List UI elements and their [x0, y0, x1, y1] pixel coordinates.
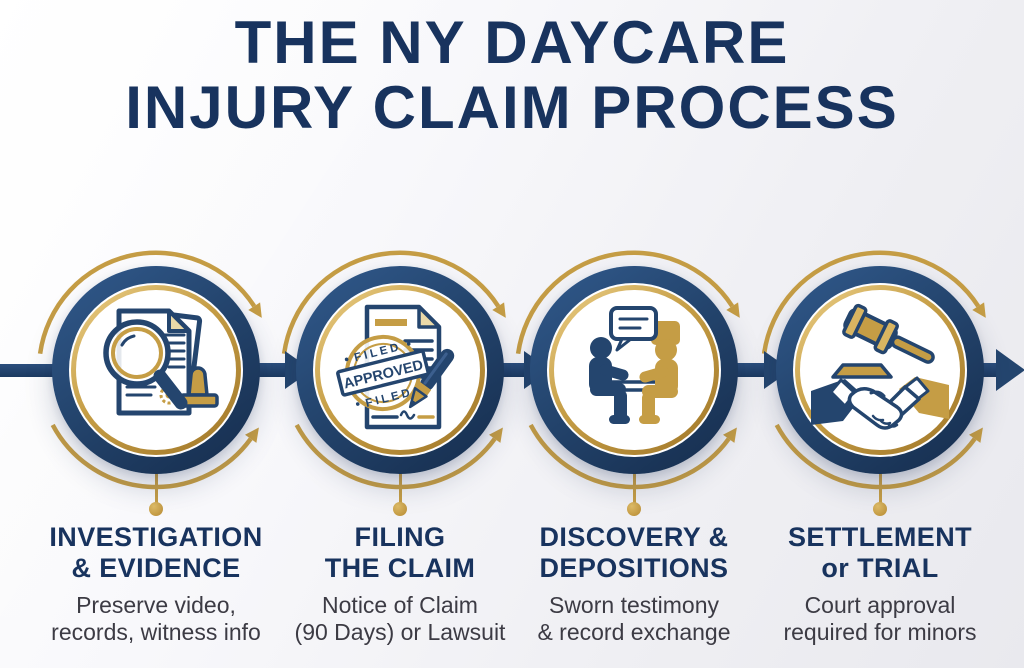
gold-cycle-arrows [515, 250, 740, 490]
gold-cycle-arrows [761, 250, 986, 490]
step-description-line: & record exchange [537, 619, 731, 645]
step-heading-line: INVESTIGATION [49, 522, 263, 552]
step-circle [530, 266, 738, 474]
step-description-line: Sworn testimony [548, 592, 719, 618]
connector-dot [873, 502, 887, 516]
timeline-arrow-stem [245, 363, 285, 377]
gold-cycle-arrows [37, 250, 262, 490]
step-heading-line: DEPOSITIONS [539, 553, 729, 583]
page-title-line1: THE NY DAYCARE [234, 9, 790, 76]
step-settlement-or-trial: SETTLEMENT or TRIAL Court approval requi… [755, 245, 1005, 668]
timeline-arrow-head [764, 351, 791, 389]
deposition-conversation-icon [589, 306, 680, 424]
step-heading-line: SETTLEMENT [788, 522, 972, 552]
step-discovery-depositions: DISCOVERY & DEPOSITIONS Sworn testimony … [509, 245, 759, 668]
step-description-line: records, witness info [51, 619, 261, 645]
step-investigation-evidence: INVESTIGATION & EVIDENCE Preserve video,… [31, 245, 281, 668]
step-description-line: required for minors [783, 619, 977, 645]
step-description-line: Court approval [804, 592, 956, 618]
step-circle: FILED APPROVED FILED [296, 266, 504, 474]
step-description: Preserve video, records, witness info [31, 592, 281, 646]
step-heading-line: or TRIAL [821, 553, 939, 583]
connector-dot [627, 502, 641, 516]
step-heading: DISCOVERY & DEPOSITIONS [509, 522, 759, 584]
step-description: Notice of Claim (90 Days) or Lawsuit [275, 592, 525, 646]
connector-line [398, 473, 402, 504]
step-circle [52, 266, 260, 474]
step-heading-line: DISCOVERY & [539, 522, 729, 552]
timeline-arrow-head [996, 349, 1024, 391]
gold-cycle-arrows [281, 250, 506, 490]
connector-line [632, 473, 636, 504]
step-filing-the-claim: FILED APPROVED FILED [275, 245, 525, 668]
timeline-start-line [0, 364, 72, 377]
step-heading: INVESTIGATION & EVIDENCE [31, 522, 281, 584]
step-heading-line: FILING [354, 522, 446, 552]
connector-dot [149, 502, 163, 516]
step-description-line: (90 Days) or Lawsuit [294, 619, 506, 645]
step-description-line: Notice of Claim [322, 592, 478, 618]
timeline-arrow-stem [484, 363, 524, 377]
filed-approved-stamp-pen-icon: FILED APPROVED FILED [336, 304, 455, 430]
timeline-arrow-head [524, 351, 551, 389]
page-title-line2: INJURY CLAIM PROCESS [125, 74, 899, 141]
gavel-handshake-icon [811, 303, 949, 430]
timeline-arrow-stem [960, 363, 996, 377]
connector-line [878, 473, 882, 504]
connector-dot [393, 502, 407, 516]
page-title: THE NY DAYCARE INJURY CLAIM PROCESS [0, 10, 1024, 140]
connector-line [154, 473, 158, 504]
step-heading-line: THE CLAIM [324, 553, 476, 583]
step-circle [776, 266, 984, 474]
step-heading: SETTLEMENT or TRIAL [755, 522, 1005, 584]
step-description: Court approval required for minors [755, 592, 1005, 646]
step-description-line: Preserve video, [76, 592, 236, 618]
timeline-arrow-stem [724, 363, 764, 377]
step-heading: FILING THE CLAIM [275, 522, 525, 584]
step-description: Sworn testimony & record exchange [509, 592, 759, 646]
step-heading-line: & EVIDENCE [71, 553, 241, 583]
timeline-arrow-head [285, 351, 312, 389]
magnifying-glass-documents-icon [103, 308, 219, 416]
